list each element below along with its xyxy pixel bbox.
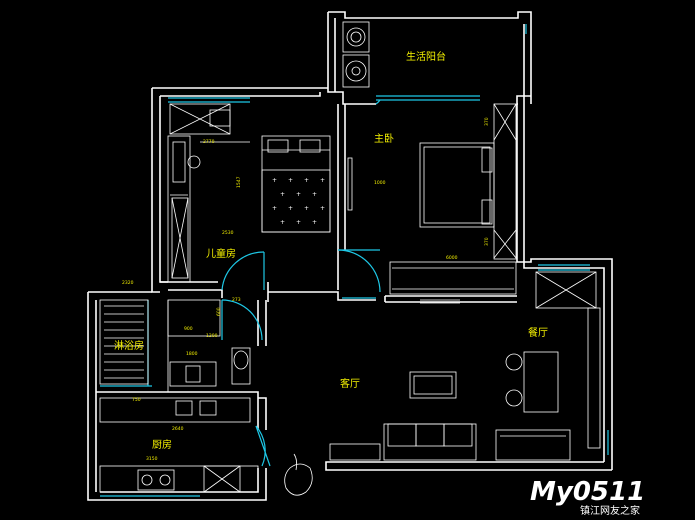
svg-text:+: + bbox=[272, 177, 277, 184]
dim-tv-cabinet: 6000 bbox=[446, 255, 458, 261]
dim-bath-top: 2320 bbox=[122, 280, 134, 286]
bathroom-fixtures bbox=[99, 299, 251, 392]
dim-kitchen-mid: 2640 bbox=[172, 426, 184, 432]
dim-master-bottom: 370 bbox=[484, 237, 490, 246]
dim-kids-top: 2770 bbox=[203, 139, 215, 145]
svg-text:+: + bbox=[304, 205, 309, 212]
dim-master-bed: 1000 bbox=[374, 180, 386, 186]
dim-master-top: 370 bbox=[484, 117, 490, 126]
dim-kids-mid: 2530 bbox=[222, 230, 234, 236]
dim-kitchen-top: 750 bbox=[132, 397, 141, 403]
label-balcony: 生活阳台 bbox=[406, 50, 446, 63]
svg-text:+: + bbox=[304, 177, 309, 184]
svg-text:+: + bbox=[320, 205, 325, 212]
room-labels: 生活阳台 主卧 儿童房 淋浴房 客厅 餐厅 厨房 bbox=[114, 50, 548, 451]
dimension-labels: 2770 1547 2530 1000 370 370 6000 2320 90… bbox=[122, 117, 490, 462]
label-shower-room: 淋浴房 bbox=[114, 339, 144, 352]
svg-text:+: + bbox=[296, 219, 301, 226]
outer-walls bbox=[87, 11, 613, 501]
svg-text:+: + bbox=[320, 177, 325, 184]
svg-text:+: + bbox=[296, 191, 301, 198]
watermark-logo: My0511 bbox=[530, 477, 645, 507]
dim-bath-side: 600 bbox=[216, 307, 222, 316]
bed-pattern: ++++ +++ ++++ +++ bbox=[272, 177, 325, 226]
label-living-room: 客厅 bbox=[340, 377, 360, 390]
label-kids-room: 儿童房 bbox=[206, 247, 236, 260]
label-dining-room: 餐厅 bbox=[528, 326, 548, 339]
svg-text:+: + bbox=[280, 219, 285, 226]
dim-bath-a: 900 bbox=[184, 326, 193, 332]
kids-room-furniture: ++++ +++ ++++ +++ bbox=[167, 103, 331, 283]
svg-text:+: + bbox=[288, 205, 293, 212]
living-dining-furniture bbox=[284, 271, 601, 496]
dim-bath-b: 1200 bbox=[206, 333, 218, 339]
kitchen-fixtures bbox=[99, 397, 259, 493]
label-master-bedroom: 主卧 bbox=[374, 132, 394, 145]
dim-bath-c: 1800 bbox=[186, 351, 198, 357]
svg-text:+: + bbox=[280, 191, 285, 198]
watermark: My0511 镇江网友之家 bbox=[530, 477, 645, 517]
watermark-tagline: 镇江网友之家 bbox=[580, 504, 640, 517]
dim-kids-side: 1547 bbox=[236, 176, 242, 188]
balcony-fixtures bbox=[342, 21, 370, 88]
svg-text:+: + bbox=[312, 191, 317, 198]
dim-door-gap: 273 bbox=[232, 297, 241, 303]
svg-text:+: + bbox=[272, 205, 277, 212]
doors bbox=[221, 99, 381, 467]
svg-text:+: + bbox=[312, 219, 317, 226]
label-kitchen: 厨房 bbox=[152, 438, 172, 451]
svg-text:+: + bbox=[288, 177, 293, 184]
master-bedroom-furniture bbox=[347, 103, 517, 304]
dim-kitchen-bottom: 3150 bbox=[146, 456, 158, 462]
